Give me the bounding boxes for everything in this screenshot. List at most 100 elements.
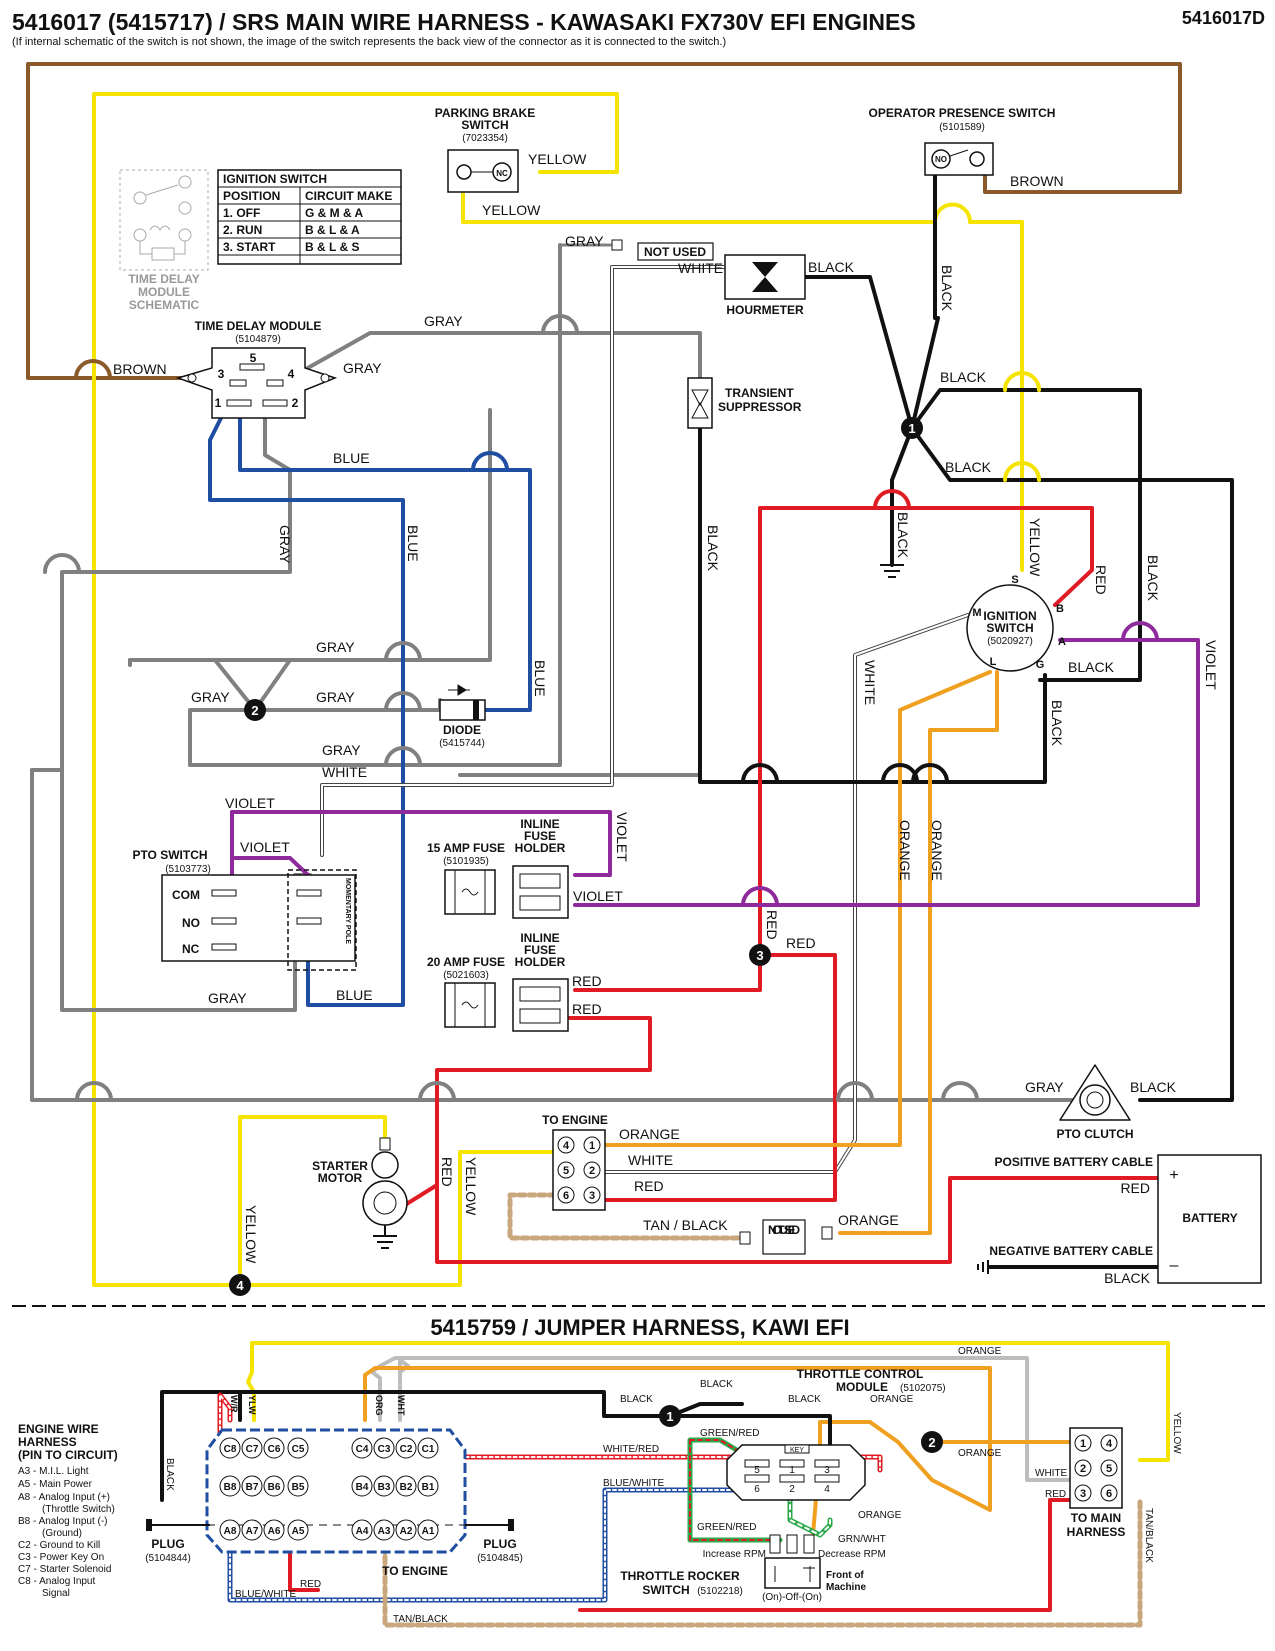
wire-red-fuse20b <box>435 1016 1160 1264</box>
jumper-label: ORANGE <box>958 1346 1002 1357</box>
tdm-pin: 3 <box>218 367 225 381</box>
label-red: RED <box>1093 565 1109 595</box>
engine-pin-circle <box>287 1475 309 1497</box>
engine-harness-legend: ENGINE WIRE HARNESS (PIN TO CIRCUIT) A3 … <box>18 1422 118 1599</box>
engine-pin-circle <box>263 1519 285 1541</box>
no-contact: NO <box>935 155 947 164</box>
hop <box>384 746 422 767</box>
engine-pin: 4 <box>563 1140 570 1152</box>
pto-clutch: PTO CLUTCH <box>1056 1064 1134 1141</box>
wire-black-1 <box>910 388 1142 682</box>
jumper-splices: 1 2 <box>659 1405 943 1453</box>
tcm-key: KEY <box>790 1447 804 1454</box>
engine-pin-label: C4 <box>356 1444 369 1455</box>
ops-part: (5101589) <box>939 122 985 133</box>
hop <box>74 359 112 380</box>
label-orange: ORANGE <box>619 1126 680 1142</box>
label-yellow: YELLOW <box>243 1205 259 1264</box>
engine-pin-circle <box>373 1519 395 1541</box>
wire-gray-6 <box>30 768 1087 1102</box>
battery-label: BATTERY <box>1182 1211 1237 1225</box>
legend-item: C8 - Analog Input <box>18 1576 95 1587</box>
legend-title: (PIN TO CIRCUIT) <box>18 1448 118 1462</box>
main-harness-connector: 1 4 2 5 3 6 TO MAIN HARNESS <box>1067 1427 1125 1539</box>
label-black: BLACK <box>1130 1079 1177 1095</box>
label-orange: ORANGE <box>838 1212 899 1228</box>
starter-label: STARTER <box>312 1159 368 1173</box>
rocker-label: THROTTLE ROCKER <box>620 1569 740 1583</box>
label-gray: GRAY <box>208 990 247 1006</box>
hop <box>471 451 509 472</box>
plug-right-part: (5104845) <box>477 1553 523 1564</box>
engine-pin-circle <box>395 1475 417 1497</box>
engine-pin: 5 <box>563 1165 569 1177</box>
plug-left-part: (5104844) <box>145 1553 191 1564</box>
tdm-part: (5104879) <box>235 334 281 345</box>
engine-pin-label: C1 <box>422 1444 435 1455</box>
parking-brake-label: SWITCH <box>461 118 508 132</box>
legend-item: A3 - M.I.L. Light <box>18 1466 89 1477</box>
splice-number: 1 <box>908 421 915 436</box>
wire-tan <box>507 1192 743 1241</box>
wire-gray-1 <box>288 331 702 777</box>
wire-blue-1 <box>238 408 532 712</box>
wire-yellow-starter <box>238 1115 387 1287</box>
legend-item: C7 - Starter Solenoid <box>18 1564 111 1575</box>
engine-pin-circle <box>219 1437 241 1459</box>
hop <box>836 1081 874 1102</box>
label-white: WHITE <box>862 660 878 705</box>
to-engine-label: TO ENGINE <box>542 1113 608 1127</box>
rocker-part: (5102218) <box>697 1586 743 1597</box>
tcm-pin: 5 <box>754 1465 760 1476</box>
pto-terminal: NO <box>182 916 200 930</box>
engine-pin-circle <box>351 1475 373 1497</box>
engine-pin-circle <box>395 1437 417 1459</box>
td-schematic-label: MODULE <box>138 285 190 299</box>
drawing-number: 5416017D <box>1182 8 1265 28</box>
engine-pin-label: B5 <box>292 1482 305 1493</box>
not-used-label: NOT USED <box>644 245 706 259</box>
hop <box>418 1081 456 1102</box>
splice-number: 3 <box>756 948 763 963</box>
jumper-label: ORANGE <box>870 1394 914 1405</box>
transient-suppressor: TRANSIENT SUPPRESSOR <box>687 377 802 429</box>
engine-pin-circle <box>417 1475 439 1497</box>
engine-pin-circle <box>263 1475 285 1497</box>
engine-pin-label: B8 <box>224 1482 237 1493</box>
hourmeter-label: HOURMETER <box>726 303 804 317</box>
header-note: (If internal schematic of the switch is … <box>12 36 726 48</box>
tcm-pin: 1 <box>789 1465 795 1476</box>
label-black: BLACK <box>1145 555 1161 602</box>
label-red: RED <box>572 1001 602 1017</box>
jumper-to-engine: TO ENGINE <box>382 1564 448 1578</box>
jumper-label: BLACK <box>620 1394 653 1405</box>
engine-pin-circle <box>287 1519 309 1541</box>
label-black: BLACK <box>705 525 721 572</box>
pto-terminal: COM <box>172 888 200 902</box>
legend-title: ENGINE WIRE <box>18 1422 99 1436</box>
fuse20-part: (5021603) <box>443 970 489 981</box>
label-white: WHITE <box>322 764 367 780</box>
pto-terminal: NC <box>182 942 200 956</box>
wire-yellow-outer <box>92 92 619 1287</box>
splice-3: 3 <box>749 944 771 966</box>
ignition-table-title: IGNITION SWITCH <box>223 172 327 186</box>
fuse-holder-label: FUSE <box>524 943 556 957</box>
diode: DIODE (5415744) <box>439 684 486 749</box>
fuse20-label: 20 AMP FUSE <box>427 955 505 969</box>
negative-cable-label: NEGATIVE BATTERY CABLE <box>989 1244 1153 1258</box>
splice-1: 1 <box>901 417 923 439</box>
engine-pin-circle <box>373 1437 395 1459</box>
pto-switch: PTO SWITCH (5103773) COM NO NC MOMENTARY… <box>132 848 357 971</box>
splice-number: 2 <box>928 1435 935 1450</box>
tcm-label: THROTTLE CONTROL <box>797 1367 924 1381</box>
jumper-label: RED <box>300 1579 321 1590</box>
label-red: RED <box>439 1157 455 1187</box>
hop <box>911 763 949 784</box>
label-red: RED <box>572 973 602 989</box>
label-yellow: YELLOW <box>463 1157 479 1216</box>
label-gray: GRAY <box>277 525 293 564</box>
label-gray: GRAY <box>316 689 355 705</box>
jumper-label: BLACK <box>788 1394 821 1405</box>
parking-brake-label: PARKING BRAKE <box>435 106 535 120</box>
